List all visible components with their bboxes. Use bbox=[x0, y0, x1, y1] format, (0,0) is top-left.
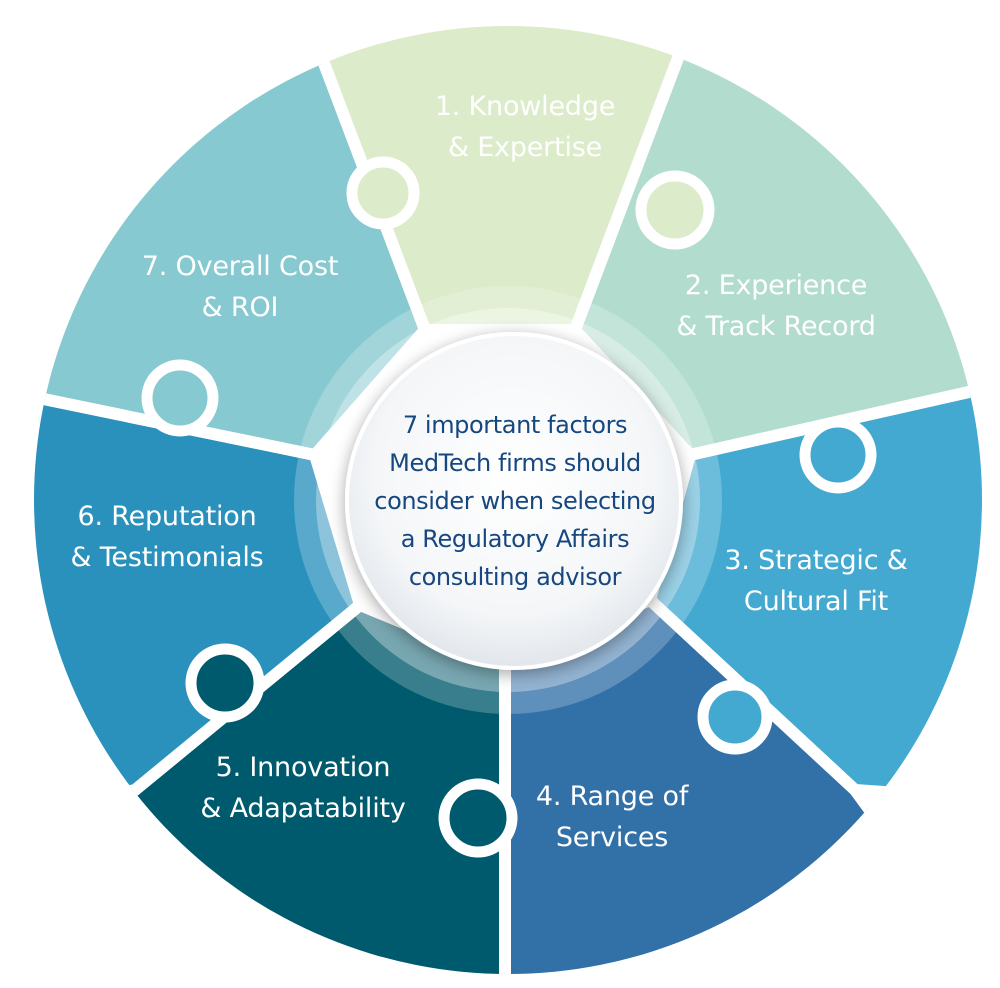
center-line-5: consulting advisor bbox=[408, 563, 622, 591]
segment-1-line-1: 1. Knowledge bbox=[434, 91, 616, 122]
segment-6-line-1: 6. Reputation bbox=[77, 501, 257, 532]
segment-4-line-2: Services bbox=[555, 822, 669, 853]
center-line-3: consider when selecting bbox=[374, 487, 656, 515]
center-line-4: a Regulatory Affairs bbox=[400, 525, 630, 553]
segment-5-line-1: 5. Innovation bbox=[215, 752, 391, 783]
segment-4-label: 4. Range of Services bbox=[535, 776, 689, 858]
puzzle-tab-5 bbox=[438, 778, 518, 858]
puzzle-tab-4 bbox=[697, 679, 773, 755]
segment-2-label: 2. Experience & Track Record bbox=[676, 265, 876, 347]
hub-disc bbox=[345, 332, 683, 670]
segment-5-line-2: & Adapatability bbox=[200, 793, 406, 824]
segment-7-line-2: & ROI bbox=[201, 292, 279, 323]
segment-7-label: 7. Overall Cost & ROI bbox=[141, 246, 339, 328]
puzzle-tab-6 bbox=[185, 643, 265, 723]
segment-3-label: 3. Strategic & Cultural Fit bbox=[724, 540, 907, 622]
segment-6-label: 6. Reputation & Testimonials bbox=[70, 496, 263, 578]
segment-3-line-1: 3. Strategic & bbox=[724, 545, 908, 576]
segment-2-line-1: 2. Experience bbox=[684, 270, 868, 301]
segment-5-label: 5. Innovation & Adapatability bbox=[200, 747, 406, 829]
center-hub bbox=[294, 286, 722, 714]
segment-3-line-2: Cultural Fit bbox=[743, 586, 889, 617]
puzzle-tab-3 bbox=[799, 416, 877, 494]
segment-6-line-2: & Testimonials bbox=[70, 542, 264, 573]
segment-2-line-2: & Track Record bbox=[676, 311, 876, 342]
center-line-1: 7 important factors bbox=[402, 411, 628, 439]
segment-4-line-1: 4. Range of bbox=[535, 781, 689, 812]
puzzle-tab-7 bbox=[141, 359, 219, 437]
center-line-2: MedTech firms should bbox=[389, 449, 641, 477]
segment-1-line-2: & Expertise bbox=[447, 132, 603, 163]
puzzle-tab-2 bbox=[635, 170, 715, 250]
segment-1-label: 1. Knowledge & Expertise bbox=[434, 86, 616, 168]
puzzle-tab-1 bbox=[346, 156, 420, 230]
center-title: 7 important factors MedTech firms should… bbox=[374, 406, 656, 596]
segment-7-line-1: 7. Overall Cost bbox=[141, 251, 339, 282]
